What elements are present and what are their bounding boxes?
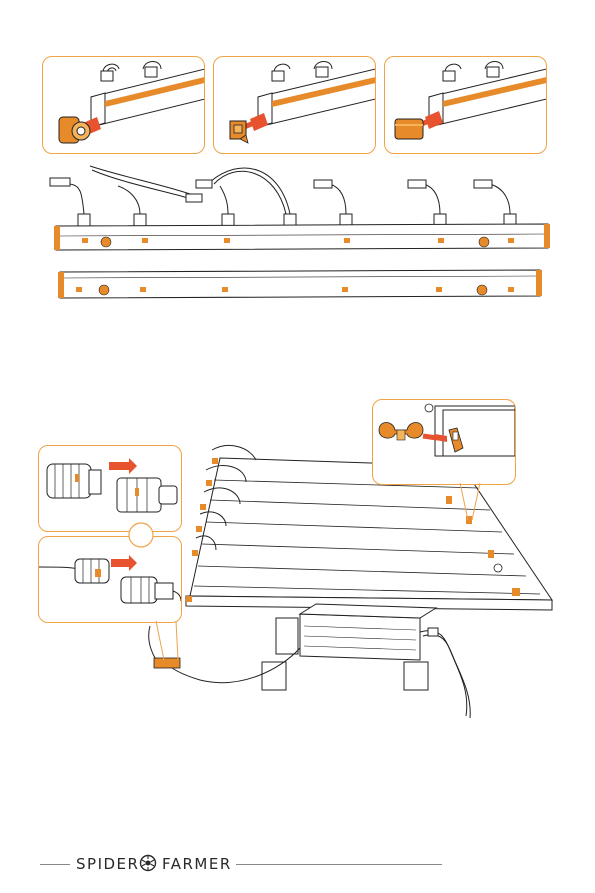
brand-word-farmer: FARMER xyxy=(162,855,232,873)
spider-logo-icon xyxy=(139,854,157,872)
detail-panel-connector-bottom xyxy=(38,536,182,623)
connector-align-illustration xyxy=(39,446,181,531)
detail-panel-end-cap xyxy=(384,56,547,154)
detail-panel-connector-top xyxy=(38,445,182,532)
end-cap-insert-illustration xyxy=(385,57,546,153)
washer-insert-illustration xyxy=(43,57,204,153)
brand-word-spider: SPIDER xyxy=(76,855,139,873)
connector-tighten-illustration xyxy=(39,537,181,622)
footer-divider-left xyxy=(40,864,70,865)
detail-panel-square-nut xyxy=(213,56,376,154)
bars-with-connectors-illustration xyxy=(0,156,595,316)
detail-panel-wing-nut xyxy=(372,399,516,485)
square-nut-insert-illustration xyxy=(214,57,375,153)
callout-circle xyxy=(126,520,156,550)
footer-brand: SPIDER FARMER xyxy=(0,848,595,878)
wing-nut-insert-illustration xyxy=(373,400,515,484)
footer-divider-right xyxy=(236,864,442,865)
detail-panel-washer xyxy=(42,56,205,154)
